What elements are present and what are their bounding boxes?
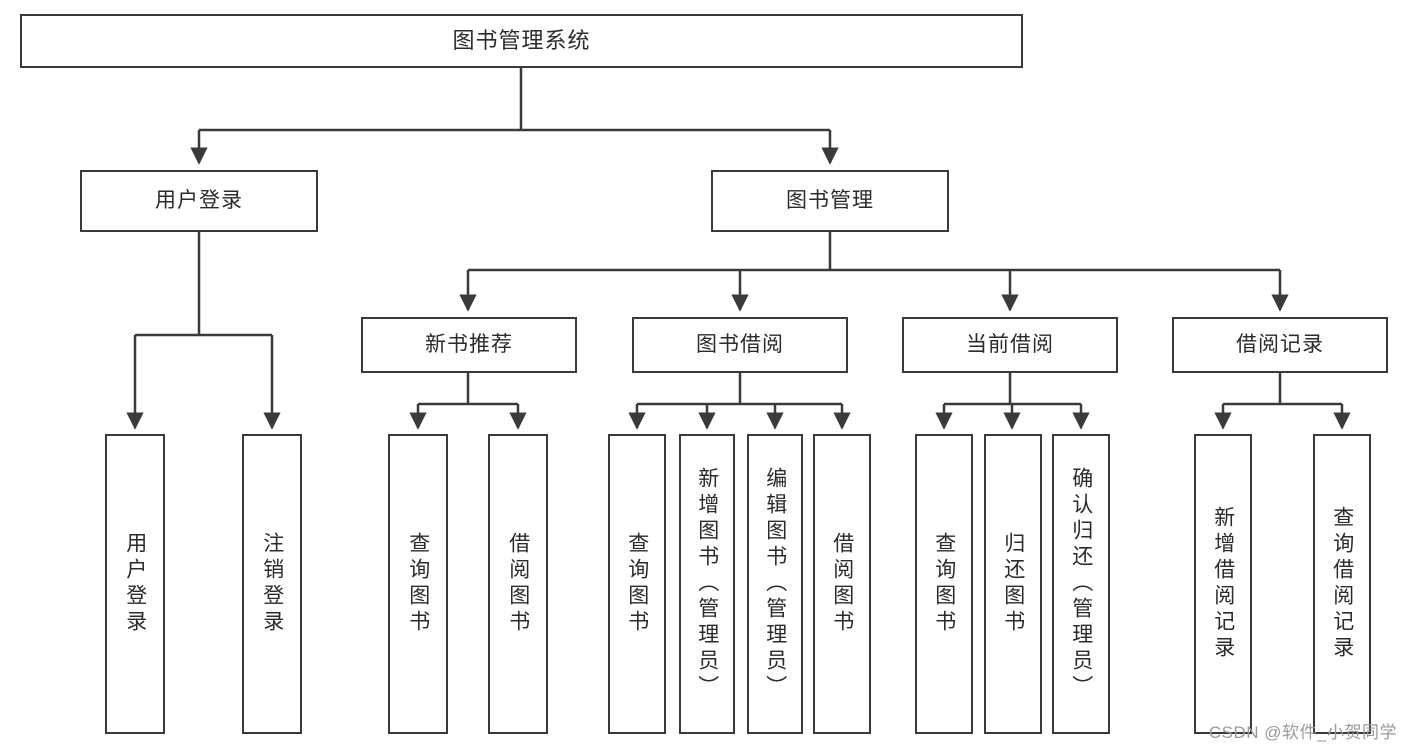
leaf-return-book[interactable]: 归还图书 [984,434,1042,734]
leaf-query-book-recommend[interactable]: 查询图书 [388,434,448,734]
leaf-user-login[interactable]: 用户登录 [105,434,165,734]
leaf-add-borrow-record[interactable]: 新增借阅记录 [1194,434,1252,734]
node-label: 图书管理 [786,189,874,213]
node-label: 新增借阅记录 [1211,506,1235,662]
node-new-book-recommend[interactable]: 新书推荐 [361,317,577,373]
node-label: 用户登录 [123,532,147,636]
node-label: 确认归还（管理员） [1069,467,1093,701]
node-label: 图书管理系统 [452,27,591,53]
node-label: 图书借阅 [696,333,784,357]
node-label: 编辑图书（管理员） [763,467,787,701]
node-label: 归还图书 [1001,532,1025,636]
leaf-query-borrow-record[interactable]: 查询借阅记录 [1313,434,1371,734]
node-label: 借阅图书 [830,532,854,636]
leaf-query-book-current[interactable]: 查询图书 [915,434,973,734]
leaf-borrow-book[interactable]: 借阅图书 [813,434,871,734]
node-label: 查询图书 [625,532,649,636]
node-label: 当前借阅 [966,333,1054,357]
node-root-library-system[interactable]: 图书管理系统 [20,14,1023,68]
node-user-login[interactable]: 用户登录 [80,170,318,232]
node-borrow-record[interactable]: 借阅记录 [1172,317,1388,373]
node-book-borrow[interactable]: 图书借阅 [632,317,848,373]
node-label: 查询图书 [406,532,430,636]
node-label: 查询图书 [932,532,956,636]
leaf-confirm-return-admin[interactable]: 确认归还（管理员） [1052,434,1110,734]
leaf-add-book-admin[interactable]: 新增图书（管理员） [679,434,735,734]
node-label: 借阅记录 [1236,333,1324,357]
node-label: 新增图书（管理员） [695,467,719,701]
node-label: 查询借阅记录 [1330,506,1354,662]
leaf-edit-book-admin[interactable]: 编辑图书（管理员） [747,434,803,734]
leaf-query-book-borrow[interactable]: 查询图书 [608,434,666,734]
node-label: 用户登录 [155,189,243,213]
watermark-text: CSDN @软件_小贺同学 [1208,723,1397,742]
node-book-management[interactable]: 图书管理 [711,170,949,232]
leaf-logout[interactable]: 注销登录 [242,434,302,734]
node-label: 借阅图书 [506,532,530,636]
node-label: 注销登录 [260,532,284,636]
leaf-borrow-book-recommend[interactable]: 借阅图书 [488,434,548,734]
node-current-borrow[interactable]: 当前借阅 [902,317,1118,373]
node-label: 新书推荐 [425,333,513,357]
